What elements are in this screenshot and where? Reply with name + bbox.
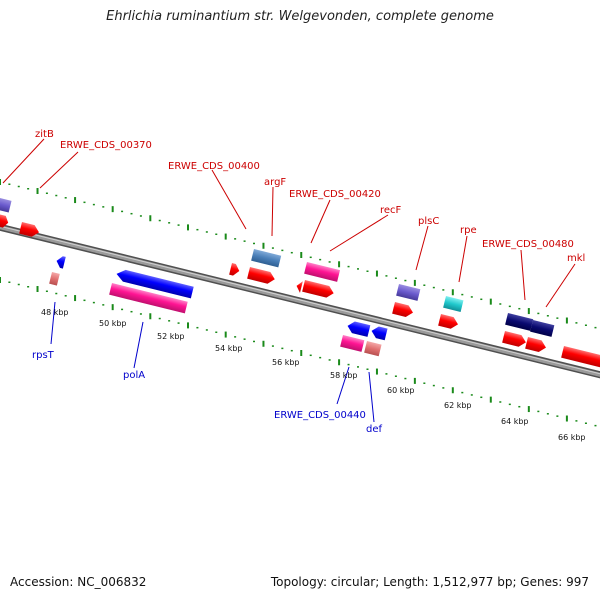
feature-box[interactable] (49, 272, 60, 286)
gene-arrow[interactable] (346, 320, 371, 337)
forward-genes (0, 214, 600, 368)
gene-arrow[interactable] (561, 346, 600, 368)
feature-box[interactable] (505, 313, 534, 331)
gene-label-zitB[interactable]: zitB (35, 129, 54, 140)
gene-label-rpsT[interactable]: rpsT (32, 350, 55, 361)
gene-arrow[interactable] (502, 331, 527, 348)
feature-box[interactable] (443, 296, 464, 312)
ERWE_CDS_00370-connector (39, 151, 79, 189)
gene-arrow[interactable] (19, 222, 40, 238)
tick-label: 54 kbp (215, 344, 243, 353)
ERWE_CDS_00420-connector (310, 199, 331, 244)
gene-label-ERWE_CDS_00370[interactable]: ERWE_CDS_00370 (60, 140, 152, 151)
def-connector (368, 371, 375, 423)
gene-arrow[interactable] (247, 267, 276, 285)
gene-arrow[interactable] (438, 314, 459, 330)
reverse-features (49, 272, 382, 357)
rpe-connector (458, 235, 468, 283)
gene-arrow[interactable] (525, 337, 547, 353)
feature-box[interactable] (0, 197, 12, 213)
argF-connector (271, 186, 274, 237)
ERWE_CDS_00400-connector (211, 169, 247, 230)
polA-connector (133, 321, 144, 369)
gene-arrow[interactable] (55, 255, 66, 269)
tick-label: 66 kbp (558, 433, 586, 442)
gene-arrow[interactable] (0, 214, 10, 229)
accession-text: Accession: NC_006832 (10, 575, 147, 589)
topology-text: Topology: circular; Length: 1,512,977 bp… (270, 575, 589, 589)
ERWE_CDS_00480-connector (520, 249, 526, 301)
gene-arrow[interactable] (392, 302, 414, 318)
upper-tick-ring (0, 179, 597, 329)
feature-box[interactable] (109, 283, 188, 314)
feature-box[interactable] (396, 284, 421, 301)
gene-arrow[interactable] (115, 268, 194, 299)
feature-box[interactable] (364, 341, 382, 357)
tick-label: 60 kbp (387, 386, 415, 395)
forward-features (0, 197, 555, 337)
gene-label-mkl[interactable]: mkl (567, 253, 585, 264)
feature-box[interactable] (251, 249, 282, 268)
tick-label: 48 kbp (41, 308, 69, 317)
zitB-connector (2, 138, 45, 184)
gene-arrow[interactable] (370, 325, 388, 341)
tick-label: 52 kbp (157, 332, 185, 341)
gene-label-polA[interactable]: polA (123, 370, 145, 381)
gene-arrow[interactable] (302, 280, 335, 299)
gene-label-ERWE_CDS_00440[interactable]: ERWE_CDS_00440 (274, 410, 366, 421)
plsC-connector (415, 225, 429, 271)
genome-backbone (0, 223, 600, 379)
feature-box[interactable] (304, 262, 341, 282)
gene-label-def[interactable]: def (366, 424, 383, 435)
feature-box[interactable] (340, 335, 365, 352)
gene-label-ERWE_CDS_00480[interactable]: ERWE_CDS_00480 (482, 239, 574, 250)
mkl-connector (545, 263, 576, 308)
gene-label-ERWE_CDS_00420[interactable]: ERWE_CDS_00420 (289, 189, 381, 200)
recF-connector (329, 214, 389, 252)
tick-label: 62 kbp (444, 401, 472, 410)
reverse-genes (55, 255, 388, 341)
gene-arrow[interactable] (295, 280, 303, 293)
gene-label-argF[interactable]: argF (264, 177, 286, 188)
gene-label-rpe[interactable]: rpe (460, 225, 477, 236)
lower-tick-ring (0, 277, 597, 427)
tick-label: 64 kbp (501, 417, 529, 426)
feature-box[interactable] (530, 320, 555, 337)
gene-arrow[interactable] (229, 263, 241, 277)
tick-label: 58 kbp (330, 371, 358, 380)
tick-label: 50 kbp (99, 319, 127, 328)
gene-label-plsC[interactable]: plsC (418, 216, 439, 227)
map-title: Ehrlichia ruminantium str. Welgevonden, … (106, 9, 494, 24)
tick-label: 56 kbp (272, 358, 300, 367)
ERWE_CDS_00440-connector (336, 366, 350, 405)
gene-label-ERWE_CDS_00400[interactable]: ERWE_CDS_00400 (168, 161, 260, 172)
gene-label-recF[interactable]: recF (380, 205, 402, 216)
rpsT-connector (50, 301, 56, 345)
